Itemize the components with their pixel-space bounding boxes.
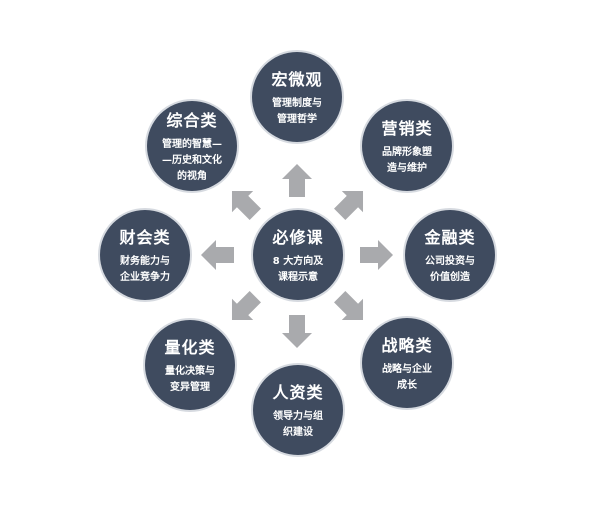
node-subtitle: 成长 — [397, 380, 417, 391]
node-title: 金融类 — [424, 228, 476, 247]
node-finance: 金融类 公司投资与 价值创造 — [405, 210, 495, 300]
node-subtitle: 企业竞争力 — [120, 272, 170, 283]
node-title: 人资类 — [272, 383, 324, 402]
node-subtitle: 织建设 — [283, 427, 313, 438]
node-subtitle: 财务能力与 — [120, 256, 170, 267]
arrow-up-right-icon — [334, 190, 364, 220]
node-subtitle: 的视角 — [177, 171, 207, 182]
node-title: 宏微观 — [271, 70, 323, 89]
arrow-down-icon — [282, 315, 312, 348]
node-subtitle: 领导力与组 — [273, 411, 323, 422]
node-macro: 宏微观 管理制度与 管理哲学 — [252, 52, 342, 142]
center-node: 必修课 8 大方向及 课程示意 — [253, 210, 343, 300]
node-subtitle: 造与维护 — [387, 163, 427, 174]
node-subtitle: 管理制度与 — [272, 98, 322, 109]
node-subtitle: 战略与企业 — [382, 364, 432, 375]
node-accounting: 财会类 财务能力与 企业竞争力 — [100, 210, 190, 300]
node-title: 量化类 — [164, 338, 216, 357]
node-quant: 量化类 量化决策与 变异管理 — [145, 320, 235, 410]
node-subtitle: 量化决策与 — [165, 366, 215, 377]
arrow-left-icon — [201, 240, 234, 270]
node-marketing: 营销类 品牌形象塑 造与维护 — [362, 101, 452, 191]
node-hr: 人资类 领导力与组 织建设 — [253, 365, 343, 455]
node-subtitle: 价值创造 — [430, 272, 470, 283]
node-general: 综合类 管理的智慧— —历史和文化 的视角 — [147, 101, 237, 191]
center-subtitle-2: 课程示意 — [278, 272, 318, 283]
arrow-down-left-icon — [231, 291, 261, 321]
node-title: 综合类 — [166, 111, 218, 130]
arrow-up-left-icon — [231, 190, 261, 220]
node-subtitle: 变异管理 — [170, 382, 210, 393]
node-subtitle: 管理哲学 — [277, 114, 317, 125]
center-subtitle-1: 8 大方向及 — [272, 256, 324, 267]
arrow-up-icon — [282, 164, 312, 197]
node-subtitle: 品牌形象塑 — [382, 147, 432, 158]
node-title: 营销类 — [381, 119, 433, 138]
node-strategy: 战略类 战略与企业 成长 — [362, 318, 452, 408]
arrow-down-right-icon — [334, 291, 364, 321]
node-subtitle: 管理的智慧— — [162, 139, 222, 150]
node-subtitle: —历史和文化 — [162, 155, 222, 166]
node-subtitle: 公司投资与 — [425, 256, 475, 267]
node-title: 战略类 — [381, 336, 433, 355]
node-title: 财会类 — [119, 228, 171, 247]
center-title: 必修课 — [272, 228, 324, 247]
arrow-right-icon — [360, 240, 393, 270]
